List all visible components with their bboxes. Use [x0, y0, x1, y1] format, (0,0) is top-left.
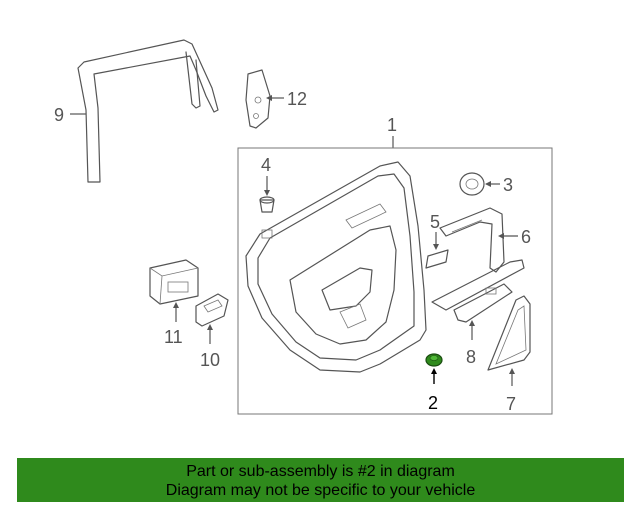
callout-5: 5 — [430, 212, 440, 232]
callout-11: 11 — [164, 327, 183, 347]
part-12-sail-panel — [245, 69, 271, 129]
arrowhead-2 — [431, 368, 437, 374]
part-8-switch-bezel — [431, 259, 525, 323]
part-4-clip — [259, 196, 275, 213]
arrowhead-3 — [485, 181, 491, 187]
callout-1: 1 — [387, 115, 397, 135]
callout-4: 4 — [261, 155, 271, 175]
arrowhead-12 — [266, 95, 272, 101]
callout-6: 6 — [521, 227, 531, 247]
callout-7: 7 — [506, 394, 516, 414]
info-banner: Part or sub-assembly is #2 in diagram Di… — [17, 458, 624, 502]
arrowhead-11 — [173, 302, 179, 308]
arrowhead-10 — [207, 324, 213, 330]
arrowhead-4 — [264, 190, 270, 196]
arrowhead-8 — [469, 320, 475, 326]
banner-line-disclaimer: Diagram may not be specific to your vehi… — [165, 482, 476, 499]
callout-8: 8 — [466, 347, 476, 367]
callout-3: 3 — [503, 175, 513, 195]
part-1-door-trim-panel — [245, 161, 427, 373]
callout-12: 12 — [287, 89, 307, 109]
part-2-clip-highlighted — [425, 353, 443, 367]
part-11-control-module — [149, 259, 199, 305]
callout-9: 9 — [54, 105, 64, 125]
part-3-cap — [459, 172, 485, 196]
banner-line-part: Part or sub-assembly is #2 in diagram — [186, 463, 455, 480]
arrowhead-6 — [498, 233, 504, 239]
assembly-1-bracket — [237, 147, 553, 415]
arrowhead-7 — [509, 368, 515, 374]
arrowhead-5 — [433, 244, 439, 250]
part-9-run-channel — [77, 39, 219, 183]
part-10-switch — [195, 293, 229, 327]
callout-2: 2 — [428, 393, 438, 413]
part-7-speaker-grille — [487, 295, 531, 371]
part-6-pull-handle — [439, 207, 505, 273]
callout-10: 10 — [200, 350, 220, 370]
part-5-bracket — [425, 249, 449, 269]
